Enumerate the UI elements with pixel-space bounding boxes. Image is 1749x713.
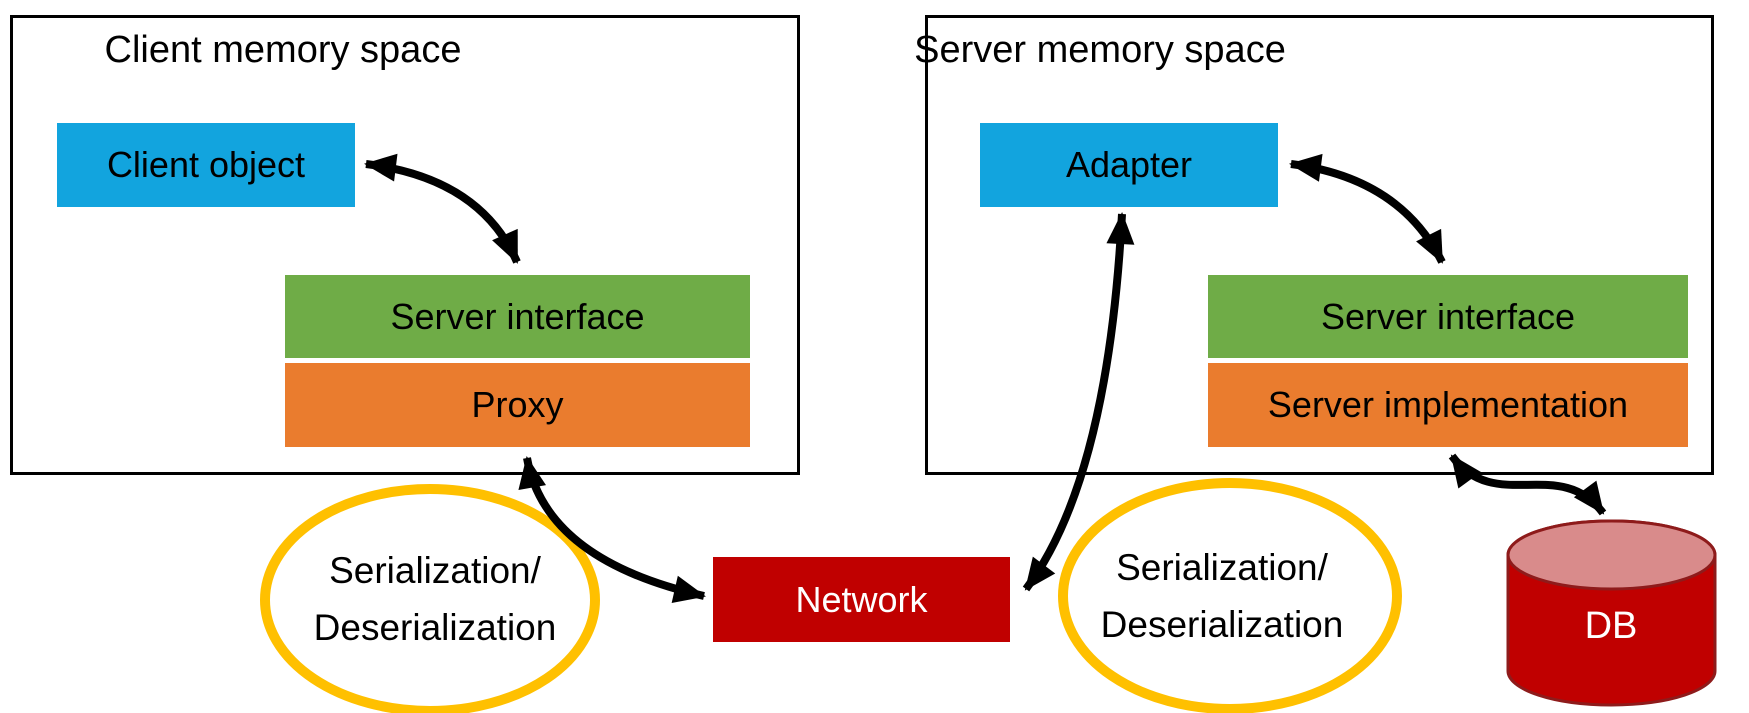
client-server-interface-box: Server interface <box>285 275 750 358</box>
serialization-left-line2: Deserialization <box>313 607 557 648</box>
arrow-adapter-serverinterface <box>1289 153 1446 264</box>
adapter-label: Adapter <box>1065 144 1193 185</box>
db-label: DB <box>1584 605 1638 647</box>
arrow-proxy-network <box>518 456 706 604</box>
serialization-ellipse-right <box>1058 478 1402 713</box>
proxy-box: Proxy <box>285 363 750 447</box>
network-label: Network <box>795 578 928 620</box>
arrow-network-adapter <box>1022 212 1135 592</box>
client-server-interface-label: Server interface <box>390 295 645 337</box>
db-cylinder <box>1506 519 1717 707</box>
serialization-right-text: Serialization/ Deserialization <box>1057 539 1387 653</box>
serialization-right-line1: Serialization/ <box>1116 547 1328 588</box>
client-object-box: Client object <box>57 123 355 207</box>
proxy-label: Proxy <box>471 384 564 425</box>
serialization-left-text: Serialization/ Deserialization <box>275 542 595 656</box>
serialization-right-line2: Deserialization <box>1100 604 1344 645</box>
server-server-interface-box: Server interface <box>1208 275 1688 358</box>
server-server-interface-label: Server interface <box>1320 295 1576 337</box>
serialization-left-line1: Serialization/ <box>329 550 541 591</box>
db-cylinder-top <box>1506 519 1717 591</box>
server-memory-space-title: Server memory space <box>914 29 1286 71</box>
client-object-label: Client object <box>106 144 306 185</box>
adapter-box: Adapter <box>980 123 1278 207</box>
arrow-clientobject-serverinterface <box>364 153 521 264</box>
server-implementation-box: Server implementation <box>1208 363 1688 447</box>
arrow-implementation-db <box>1448 453 1607 516</box>
server-implementation-label: Server implementation <box>1267 384 1629 425</box>
client-memory-space-title: Client memory space <box>104 29 462 71</box>
network-box: Network <box>713 557 1010 642</box>
